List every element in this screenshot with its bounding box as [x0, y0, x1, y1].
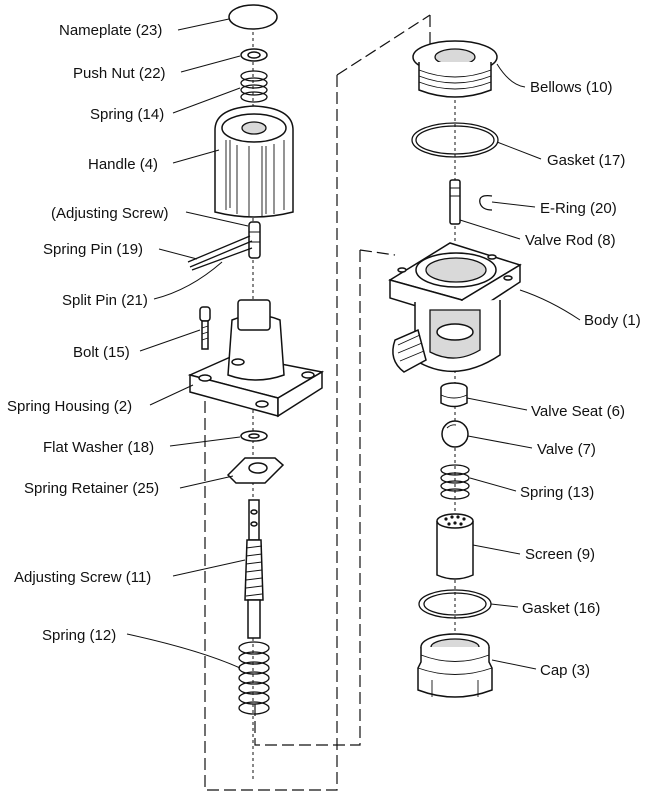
left-labels: Nameplate (23) Push Nut (22) Spring (14)…	[7, 22, 169, 644]
handle-part	[214, 105, 294, 218]
bolt-part	[199, 306, 211, 350]
push-nut-part	[240, 48, 268, 62]
gasket-17-part	[411, 122, 499, 158]
label-spring-pin: Spring Pin (19)	[43, 241, 143, 258]
valve-rod-part	[449, 179, 461, 225]
spring-14-part	[240, 70, 268, 103]
label-handle: Handle (4)	[88, 156, 158, 173]
bellows-part	[412, 40, 498, 98]
spring-12-part	[238, 641, 270, 715]
spring-pin-part	[187, 235, 253, 268]
label-spring-13: Spring (13)	[520, 484, 594, 501]
label-push-nut: Push Nut (22)	[73, 65, 166, 82]
adjusting-screw-part	[244, 499, 264, 639]
flat-washer-part	[240, 430, 268, 442]
leader-lines	[126, 18, 581, 670]
label-bolt: Bolt (15)	[73, 344, 130, 361]
spring-retainer-part	[226, 457, 285, 484]
spring-housing-part	[187, 299, 325, 418]
e-ring-part	[479, 195, 493, 211]
label-spring-12: Spring (12)	[42, 627, 116, 644]
label-screen: Screen (9)	[525, 546, 595, 563]
label-flat-washer: Flat Washer (18)	[43, 439, 154, 456]
label-spring-14: Spring (14)	[90, 106, 164, 123]
adjusting-screw-top-part	[248, 221, 261, 259]
valve-seat-part	[440, 382, 468, 408]
label-adjusting-screw-ref: (Adjusting Screw)	[51, 205, 169, 222]
label-split-pin: Split Pin (21)	[62, 292, 148, 309]
right-labels: Bellows (10) Gasket (17) E-Ring (20) Val…	[520, 79, 641, 679]
label-valve-rod: Valve Rod (8)	[525, 232, 616, 249]
label-cap: Cap (3)	[540, 662, 590, 679]
label-bellows: Bellows (10)	[530, 79, 613, 96]
label-nameplate: Nameplate (23)	[59, 22, 162, 39]
label-adjusting-screw: Adjusting Screw (11)	[14, 569, 151, 586]
label-valve-seat: Valve Seat (6)	[531, 403, 625, 420]
screen-part	[436, 513, 474, 580]
body-part	[388, 242, 522, 373]
label-valve: Valve (7)	[537, 441, 596, 458]
label-spring-housing: Spring Housing (2)	[7, 398, 132, 415]
valve-part	[441, 420, 469, 448]
nameplate-part	[228, 4, 278, 30]
label-e-ring: E-Ring (20)	[540, 200, 617, 217]
spring-13-part	[440, 464, 470, 500]
label-body: Body (1)	[584, 312, 641, 329]
split-pin-part	[191, 247, 253, 271]
label-gasket-16: Gasket (16)	[522, 600, 600, 617]
label-gasket-17: Gasket (17)	[547, 152, 625, 169]
label-spring-retainer: Spring Retainer (25)	[24, 480, 159, 497]
cap-part	[417, 633, 493, 698]
